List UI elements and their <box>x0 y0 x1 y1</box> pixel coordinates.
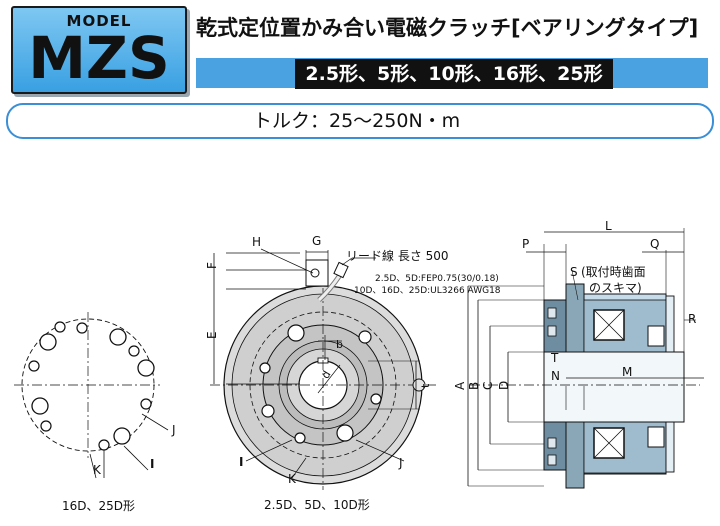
torque-range: トルク：25～250N・m <box>253 110 461 132</box>
dim-J-left: J <box>171 423 176 437</box>
dim-G: G <box>312 234 321 248</box>
product-title: 乾式定位置かみ合い電磁クラッチ[ベアリングタイプ] <box>196 16 699 40</box>
dim-I-left: I <box>150 457 154 471</box>
dim-t: t <box>419 383 432 388</box>
size-bar-label-bg <box>295 59 613 89</box>
dim-E: E <box>205 331 219 339</box>
dim-K-center: K <box>288 472 297 486</box>
dim-C: C <box>481 382 495 390</box>
dim-F: F <box>205 262 219 269</box>
dim-I-center: I <box>239 455 243 469</box>
lead-wire-label: リード線 長さ 500 <box>346 248 449 263</box>
section-view <box>467 228 704 489</box>
caption-center: 2.5D、5D、10D形 <box>264 498 370 512</box>
front-view <box>210 248 438 490</box>
dim-R: R <box>688 312 696 326</box>
dim-b: b <box>336 338 343 351</box>
dim-P: P <box>522 237 529 251</box>
dim-N: N <box>551 369 560 383</box>
dim-S: S <box>570 265 578 279</box>
dim-J-center: J <box>398 456 403 470</box>
model-code: MZS <box>28 24 170 92</box>
dim-L: L <box>605 219 612 233</box>
dim-T: T <box>550 351 559 365</box>
size-list: 2.5形、5形、10形、16形、25形 <box>305 63 603 85</box>
dim-A: A <box>453 381 467 390</box>
bolt-circle-view <box>14 312 169 479</box>
lead-wire-spec-small: 2.5D、5D:FEP0.75(30/0.18) <box>375 274 499 284</box>
dim-B: B <box>467 382 481 390</box>
mount-clearance-note-1: (取付時歯面 <box>581 265 646 279</box>
dim-Q: Q <box>650 237 659 251</box>
dim-K-left: K <box>93 463 102 477</box>
mount-clearance-note-2: のスキマ) <box>589 281 642 295</box>
model-label: MODEL <box>66 12 132 30</box>
caption-left: 16D、25D形 <box>62 499 135 513</box>
dim-D: D <box>497 381 511 390</box>
torque-bar: トルク：25～250N・m <box>6 103 714 139</box>
dim-H: H <box>252 235 261 249</box>
lead-wire-spec-large: 10D、16D、25D:UL3266 AWG18 <box>354 286 501 296</box>
dim-M: M <box>622 365 632 379</box>
model-box: MODEL MZS <box>11 6 187 94</box>
